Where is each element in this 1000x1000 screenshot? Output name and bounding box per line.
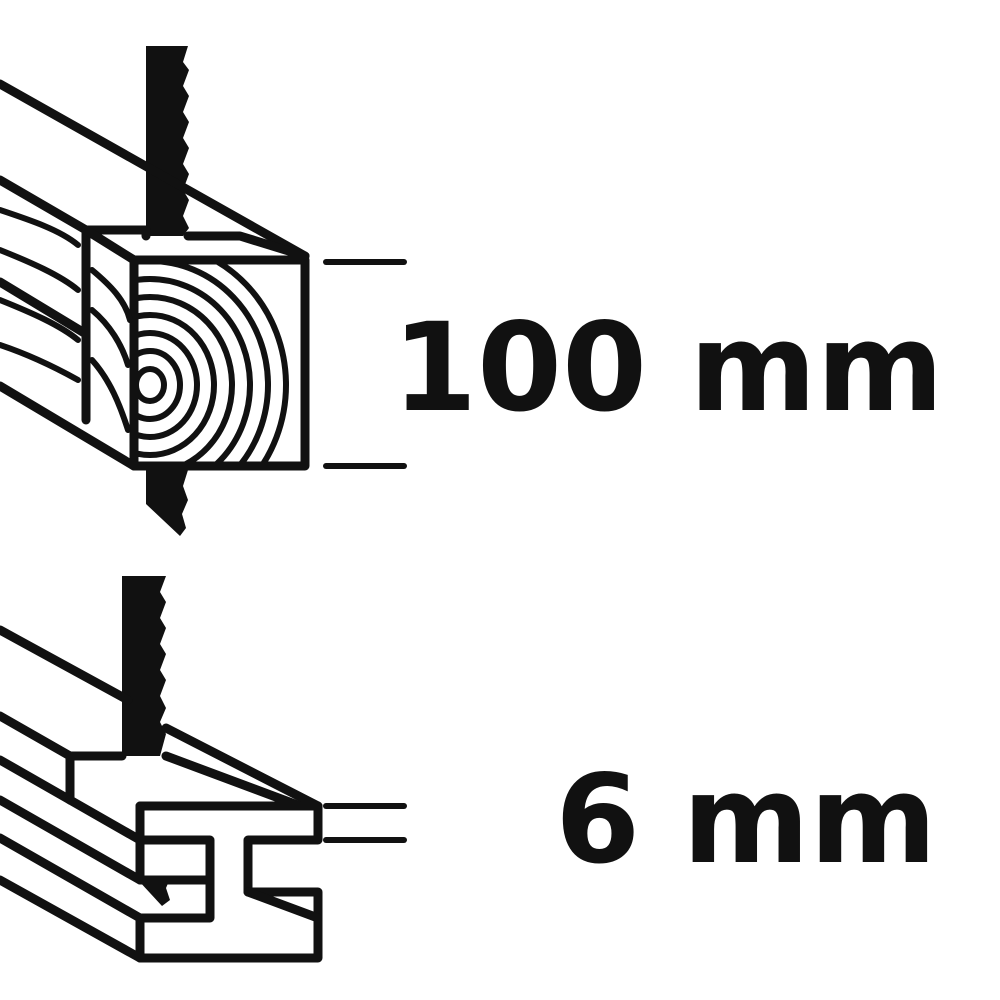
saw-blade-metal-top-icon: [122, 576, 166, 756]
metal-i-beam-icon: [0, 576, 323, 963]
wood-beam-icon: [0, 46, 310, 536]
wood-dimension-markers: [323, 259, 407, 469]
wood-end-grain-rings: [138, 264, 289, 462]
metal-capacity-label: 6 mm: [555, 749, 937, 891]
saw-blade-top-icon: [146, 46, 189, 236]
metal-dimension-markers: [323, 803, 407, 843]
wood-capacity-label: 100 mm: [392, 297, 943, 439]
saw-blade-bottom-icon: [146, 470, 188, 536]
